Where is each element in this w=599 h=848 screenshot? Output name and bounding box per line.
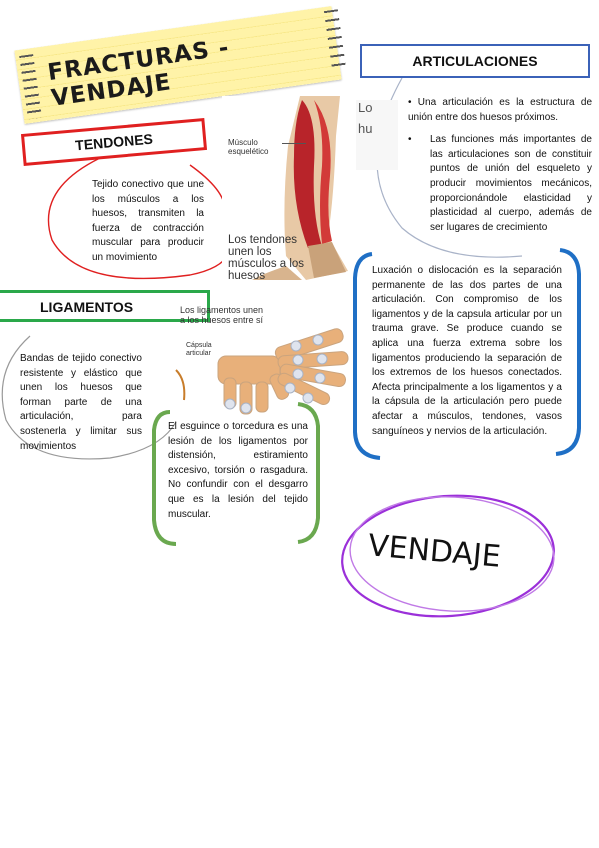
arm-label-muscle: Músculo esquelético <box>228 138 269 156</box>
ligamentos-arc <box>1 335 186 460</box>
hand-ligament-illustration <box>217 328 349 415</box>
spiral-binding-icon <box>19 54 42 120</box>
arm-image: Músculo esquelético Los tendones unen lo… <box>222 96 352 282</box>
arm-label-line <box>282 143 306 144</box>
hand-image: Los ligamentos unen a los huesos entre s… <box>178 304 358 416</box>
articulaciones-heading: ARTICULACIONES <box>360 44 590 78</box>
hand-caption: Los ligamentos unen a los huesos entre s… <box>180 305 264 325</box>
ligamentos-header-line <box>0 290 210 322</box>
ligamentos-text: Bandas de tejido conectivo resistente y … <box>20 353 142 452</box>
arm-muscle-illustration <box>222 96 352 280</box>
esguince-text: El esguince o torcedura es una lesión de… <box>168 421 308 520</box>
luxacion-text: Luxación o dislocación es la separación … <box>372 265 562 437</box>
hand-label-capsule: Cápsula articular <box>186 342 212 357</box>
luxacion-bracket <box>353 248 581 460</box>
bullet-icon: • <box>408 134 412 146</box>
vendaje-ellipse <box>341 494 555 618</box>
cutoff-image: Lo hu <box>356 100 398 170</box>
articulaciones-bullet-1: • Una articulación es la estructura de u… <box>408 97 593 123</box>
articulaciones-bullet-2: • Las funciones más importantes de las a… <box>408 133 592 235</box>
articulaciones-text: • Una articulación es la estructura de u… <box>408 96 592 235</box>
ligamentos-heading: LIGAMENTOS <box>40 299 134 315</box>
bullet-icon: • <box>408 97 418 108</box>
cutoff-fragment-2: hu <box>358 121 373 136</box>
cutoff-fragment-1: Lo <box>358 100 373 115</box>
esguince-bracket <box>152 402 320 546</box>
tendones-text: Tejido conectivo que une los músculos a … <box>92 179 204 263</box>
arm-caption: Los tendones unen los músculos a los hue… <box>228 234 305 282</box>
